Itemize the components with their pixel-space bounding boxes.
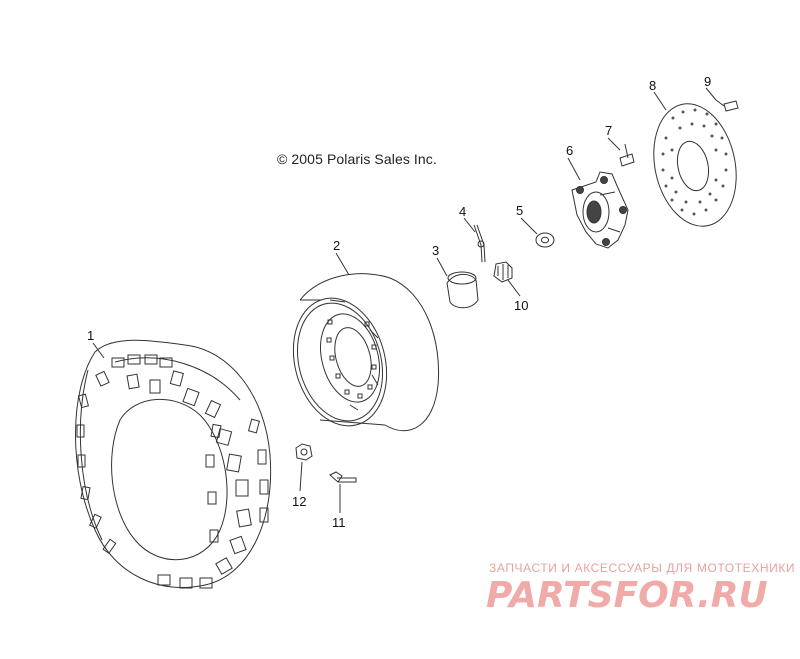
callout-4: 4 bbox=[459, 204, 466, 219]
callout-3: 3 bbox=[432, 243, 439, 258]
lug-nut-part bbox=[295, 443, 313, 461]
callout-1: 1 bbox=[87, 328, 94, 343]
hub-cap-part bbox=[446, 271, 479, 309]
callout-8: 8 bbox=[649, 78, 656, 93]
washer-part bbox=[535, 232, 555, 248]
castle-nut-part bbox=[493, 261, 513, 283]
callout-12: 12 bbox=[292, 494, 306, 509]
callout-10: 10 bbox=[514, 298, 528, 313]
callout-2: 2 bbox=[333, 238, 340, 253]
brake-disc-part bbox=[653, 103, 737, 227]
stud-part bbox=[619, 143, 635, 167]
callout-labels: 1 2 3 4 5 6 7 8 9 10 11 12 bbox=[87, 74, 711, 530]
rim-part bbox=[292, 273, 440, 432]
watermark-subtitle: ЗАПЧАСТИ И АКСЕССУАРЫ ДЛЯ МОТОТЕХНИКИ bbox=[489, 561, 796, 575]
callout-11: 11 bbox=[332, 515, 346, 530]
bolt-part bbox=[715, 99, 739, 112]
callout-5: 5 bbox=[516, 203, 523, 218]
hub-part bbox=[571, 171, 629, 249]
callout-7: 7 bbox=[605, 123, 612, 138]
callout-6: 6 bbox=[566, 143, 573, 158]
watermark-logo: PARTSFOR.RU bbox=[486, 575, 768, 616]
copyright-notice: © 2005 Polaris Sales Inc. bbox=[277, 151, 437, 167]
leader-lines bbox=[92, 87, 717, 513]
wheel-bolt-part bbox=[329, 471, 357, 483]
callout-9: 9 bbox=[704, 74, 711, 89]
tire-part bbox=[75, 339, 272, 589]
cotter-pin-part bbox=[473, 224, 486, 263]
